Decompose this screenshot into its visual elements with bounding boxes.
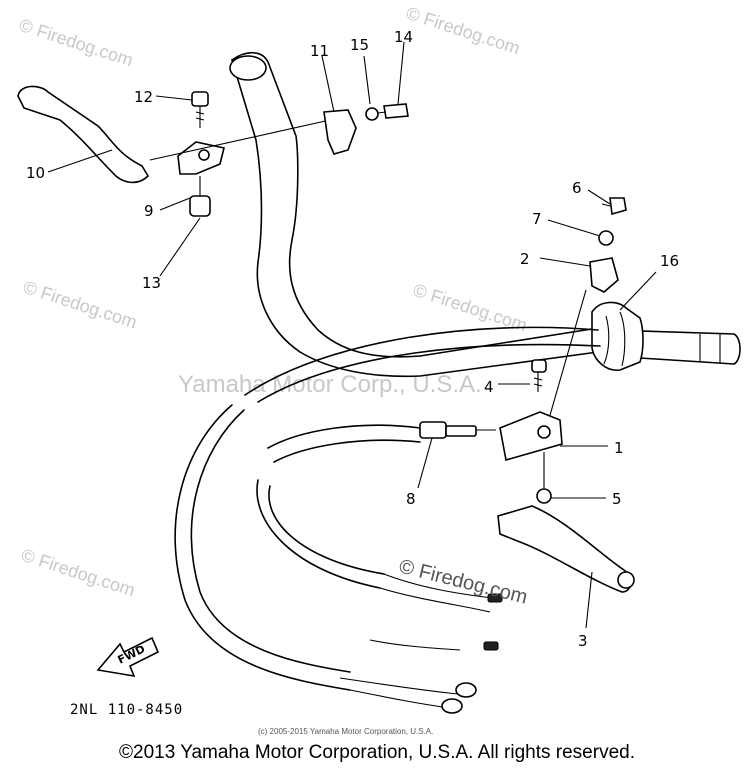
callout-numbers: 1 2 3 4 5 6 7 8 9 10 11 12 13 14 15 16 xyxy=(26,28,679,650)
watermark-mid-left: © Firedog.com xyxy=(21,277,140,333)
footer-copyright: ©2013 Yamaha Motor Corporation, U.S.A. A… xyxy=(119,742,635,763)
callout-11: 11 xyxy=(310,42,329,60)
leader-lines xyxy=(47,41,657,629)
cable-bundle xyxy=(174,326,601,714)
handlebar xyxy=(229,51,741,378)
clamp-11 xyxy=(323,109,357,155)
callout-14: 14 xyxy=(394,28,413,46)
watermark-firedog-logo: © Firedog.com xyxy=(397,556,530,609)
right-handlebar-switch xyxy=(591,301,644,371)
bolt-12 xyxy=(191,91,209,107)
callout-16: 16 xyxy=(660,252,679,270)
washer-7 xyxy=(598,230,614,246)
diagram-part-code: 2NL 110-8450 xyxy=(70,702,183,718)
callout-5: 5 xyxy=(612,490,622,508)
callout-2: 2 xyxy=(520,250,530,268)
nut-5 xyxy=(536,488,552,504)
bolt-4 xyxy=(531,359,547,373)
callout-12: 12 xyxy=(134,88,153,106)
screw-14 xyxy=(383,103,409,119)
left-grip-end xyxy=(229,55,267,81)
callout-1: 1 xyxy=(614,439,624,457)
right-lever-assembly xyxy=(497,197,635,593)
holder-2 xyxy=(589,257,619,293)
small-copyright: (c) 2005-2015 Yamaha Motor Corporation, … xyxy=(258,727,433,736)
callout-8: 8 xyxy=(406,490,416,508)
nut-13 xyxy=(189,195,211,217)
lever-10 xyxy=(17,85,150,184)
clamp-assembly-top xyxy=(323,103,409,155)
callout-6: 6 xyxy=(572,179,582,197)
watermark-bottom-left: © Firedog.com xyxy=(19,545,138,601)
callout-10: 10 xyxy=(26,164,45,182)
watermark-layer: © Firedog.com © Firedog.com © Firedog.co… xyxy=(17,3,530,601)
left-lever-assembly xyxy=(17,85,331,217)
screw-6 xyxy=(609,197,627,216)
callout-15: 15 xyxy=(350,36,369,54)
callout-7: 7 xyxy=(532,210,542,228)
callout-13: 13 xyxy=(142,274,161,292)
washer-15 xyxy=(365,107,379,121)
forward-arrow: FWD xyxy=(96,636,160,678)
callout-3: 3 xyxy=(578,632,588,650)
master-cylinder-1 xyxy=(499,411,563,462)
watermark-top-left: © Firedog.com xyxy=(17,15,136,71)
lever-3 xyxy=(497,505,632,593)
watermark-top-right: © Firedog.com xyxy=(404,3,523,59)
callout-4: 4 xyxy=(484,378,494,396)
cable-adjuster-8 xyxy=(419,421,496,439)
callout-9: 9 xyxy=(144,202,154,220)
watermark-center: Yamaha Motor Corp., U.S.A. xyxy=(178,371,482,398)
